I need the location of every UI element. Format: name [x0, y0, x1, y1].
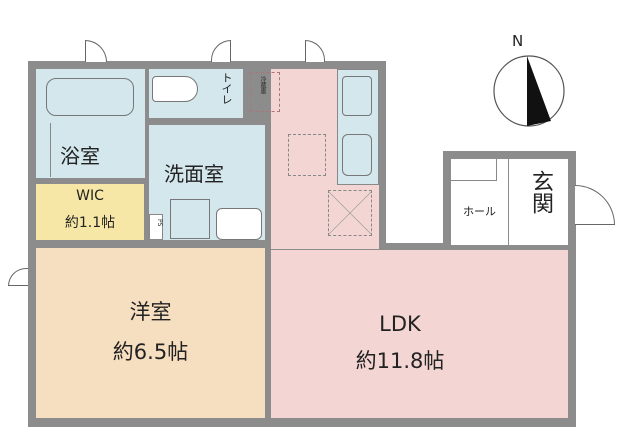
stove-icon: [342, 76, 372, 116]
western-room: [36, 248, 265, 418]
entrance-label: 玄関: [528, 170, 553, 214]
door-toilet[interactable]: [211, 40, 231, 62]
door-western-west[interactable]: [8, 268, 28, 286]
ldk: [271, 250, 568, 418]
ldk-label: LDK: [379, 312, 421, 336]
hall-label: ホール: [463, 205, 496, 218]
ps-label: PS: [156, 219, 163, 227]
bath-label: 浴室: [60, 144, 100, 168]
compass-icon: [493, 55, 565, 127]
door-ldk[interactable]: [305, 40, 325, 62]
washing-machine-space: [170, 199, 210, 239]
fridge-label: 冷蔵庫: [259, 76, 266, 94]
door-entrance[interactable]: [575, 185, 615, 225]
ceiling-vent: [288, 134, 326, 176]
entrance: [509, 159, 568, 245]
storage-x: [328, 190, 372, 236]
sink: [216, 208, 262, 240]
shoe-cabinet: [451, 159, 497, 181]
compass-north-label: N: [512, 32, 524, 50]
ps-box: [149, 214, 163, 240]
kitchen-counter: [337, 69, 379, 185]
toilet-label: トイレ: [220, 72, 233, 105]
kitchen-sink: [342, 134, 372, 176]
hall: [451, 159, 508, 245]
fridge-space: [250, 72, 280, 112]
western-label: 洋室: [129, 300, 172, 324]
wic-size: 約1.1帖: [64, 215, 116, 231]
bath-divider: [50, 123, 51, 177]
western-size: 約6.5帖: [112, 340, 189, 364]
toilet-icon: [152, 76, 198, 102]
washroom-label: 洗面室: [164, 162, 224, 186]
door-bath[interactable]: [85, 40, 107, 62]
ldk-size: 約11.8帖: [355, 349, 445, 373]
bathtub: [46, 78, 134, 116]
wic-label: WIC: [76, 188, 104, 204]
wic: [36, 184, 144, 240]
